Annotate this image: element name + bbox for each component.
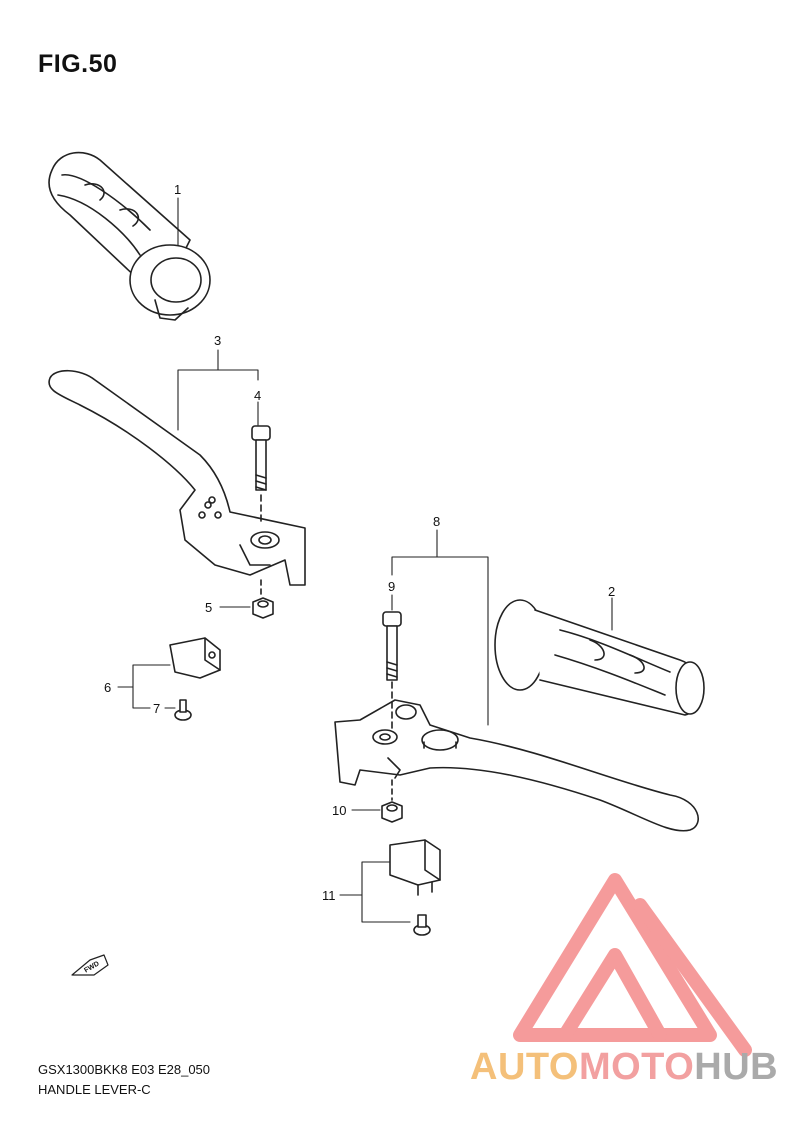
callout-10[interactable]: 10	[332, 803, 346, 818]
callout-7[interactable]: 7	[153, 701, 160, 716]
callout-6[interactable]: 6	[104, 680, 111, 695]
clutch-switch-screw-part[interactable]	[174, 699, 192, 721]
watermark-auto: AUTO	[470, 1046, 579, 1088]
clutch-switch-part[interactable]	[169, 637, 221, 679]
figure-title: FIG.50	[38, 50, 118, 78]
callout-1[interactable]: 1	[174, 182, 181, 197]
brake-lever-nut-part[interactable]	[381, 779, 403, 823]
left-grip-part[interactable]	[48, 151, 211, 321]
clutch-lever-part[interactable]	[48, 369, 306, 586]
clutch-lever-nut-part[interactable]	[252, 579, 274, 619]
right-grip-part[interactable]	[494, 599, 705, 716]
watermark-logo	[513, 873, 752, 1057]
callout-5[interactable]: 5	[205, 600, 212, 615]
callout-8[interactable]: 8	[433, 514, 440, 529]
callout-11[interactable]: 11	[322, 888, 336, 903]
callout-9[interactable]: 9	[388, 579, 395, 594]
fwd-arrow-icon	[71, 954, 109, 976]
model-code-text: GSX1300BKK8 E03 E28_050	[38, 1062, 211, 1077]
clutch-lever-bolt-part[interactable]	[251, 425, 271, 526]
callout-labels: 1 2 3 4 5 6 7 8 9 10 11 FWD	[83, 182, 615, 974]
callout-4[interactable]: 4	[254, 388, 261, 403]
leader-lines	[117, 197, 613, 923]
watermark-text: AUTOMOTOHUB	[470, 1046, 778, 1089]
callout-3[interactable]: 3	[214, 333, 221, 348]
watermark-moto: MOTO	[578, 1046, 695, 1088]
callout-2[interactable]: 2	[608, 584, 615, 599]
front-brake-switch-part[interactable]	[389, 839, 441, 936]
brake-lever-bolt-part[interactable]	[382, 611, 402, 729]
watermark-hub: HUB	[694, 1046, 779, 1088]
front-brake-lever-part[interactable]	[334, 699, 699, 832]
section-name-text: HANDLE LEVER-C	[38, 1082, 151, 1097]
